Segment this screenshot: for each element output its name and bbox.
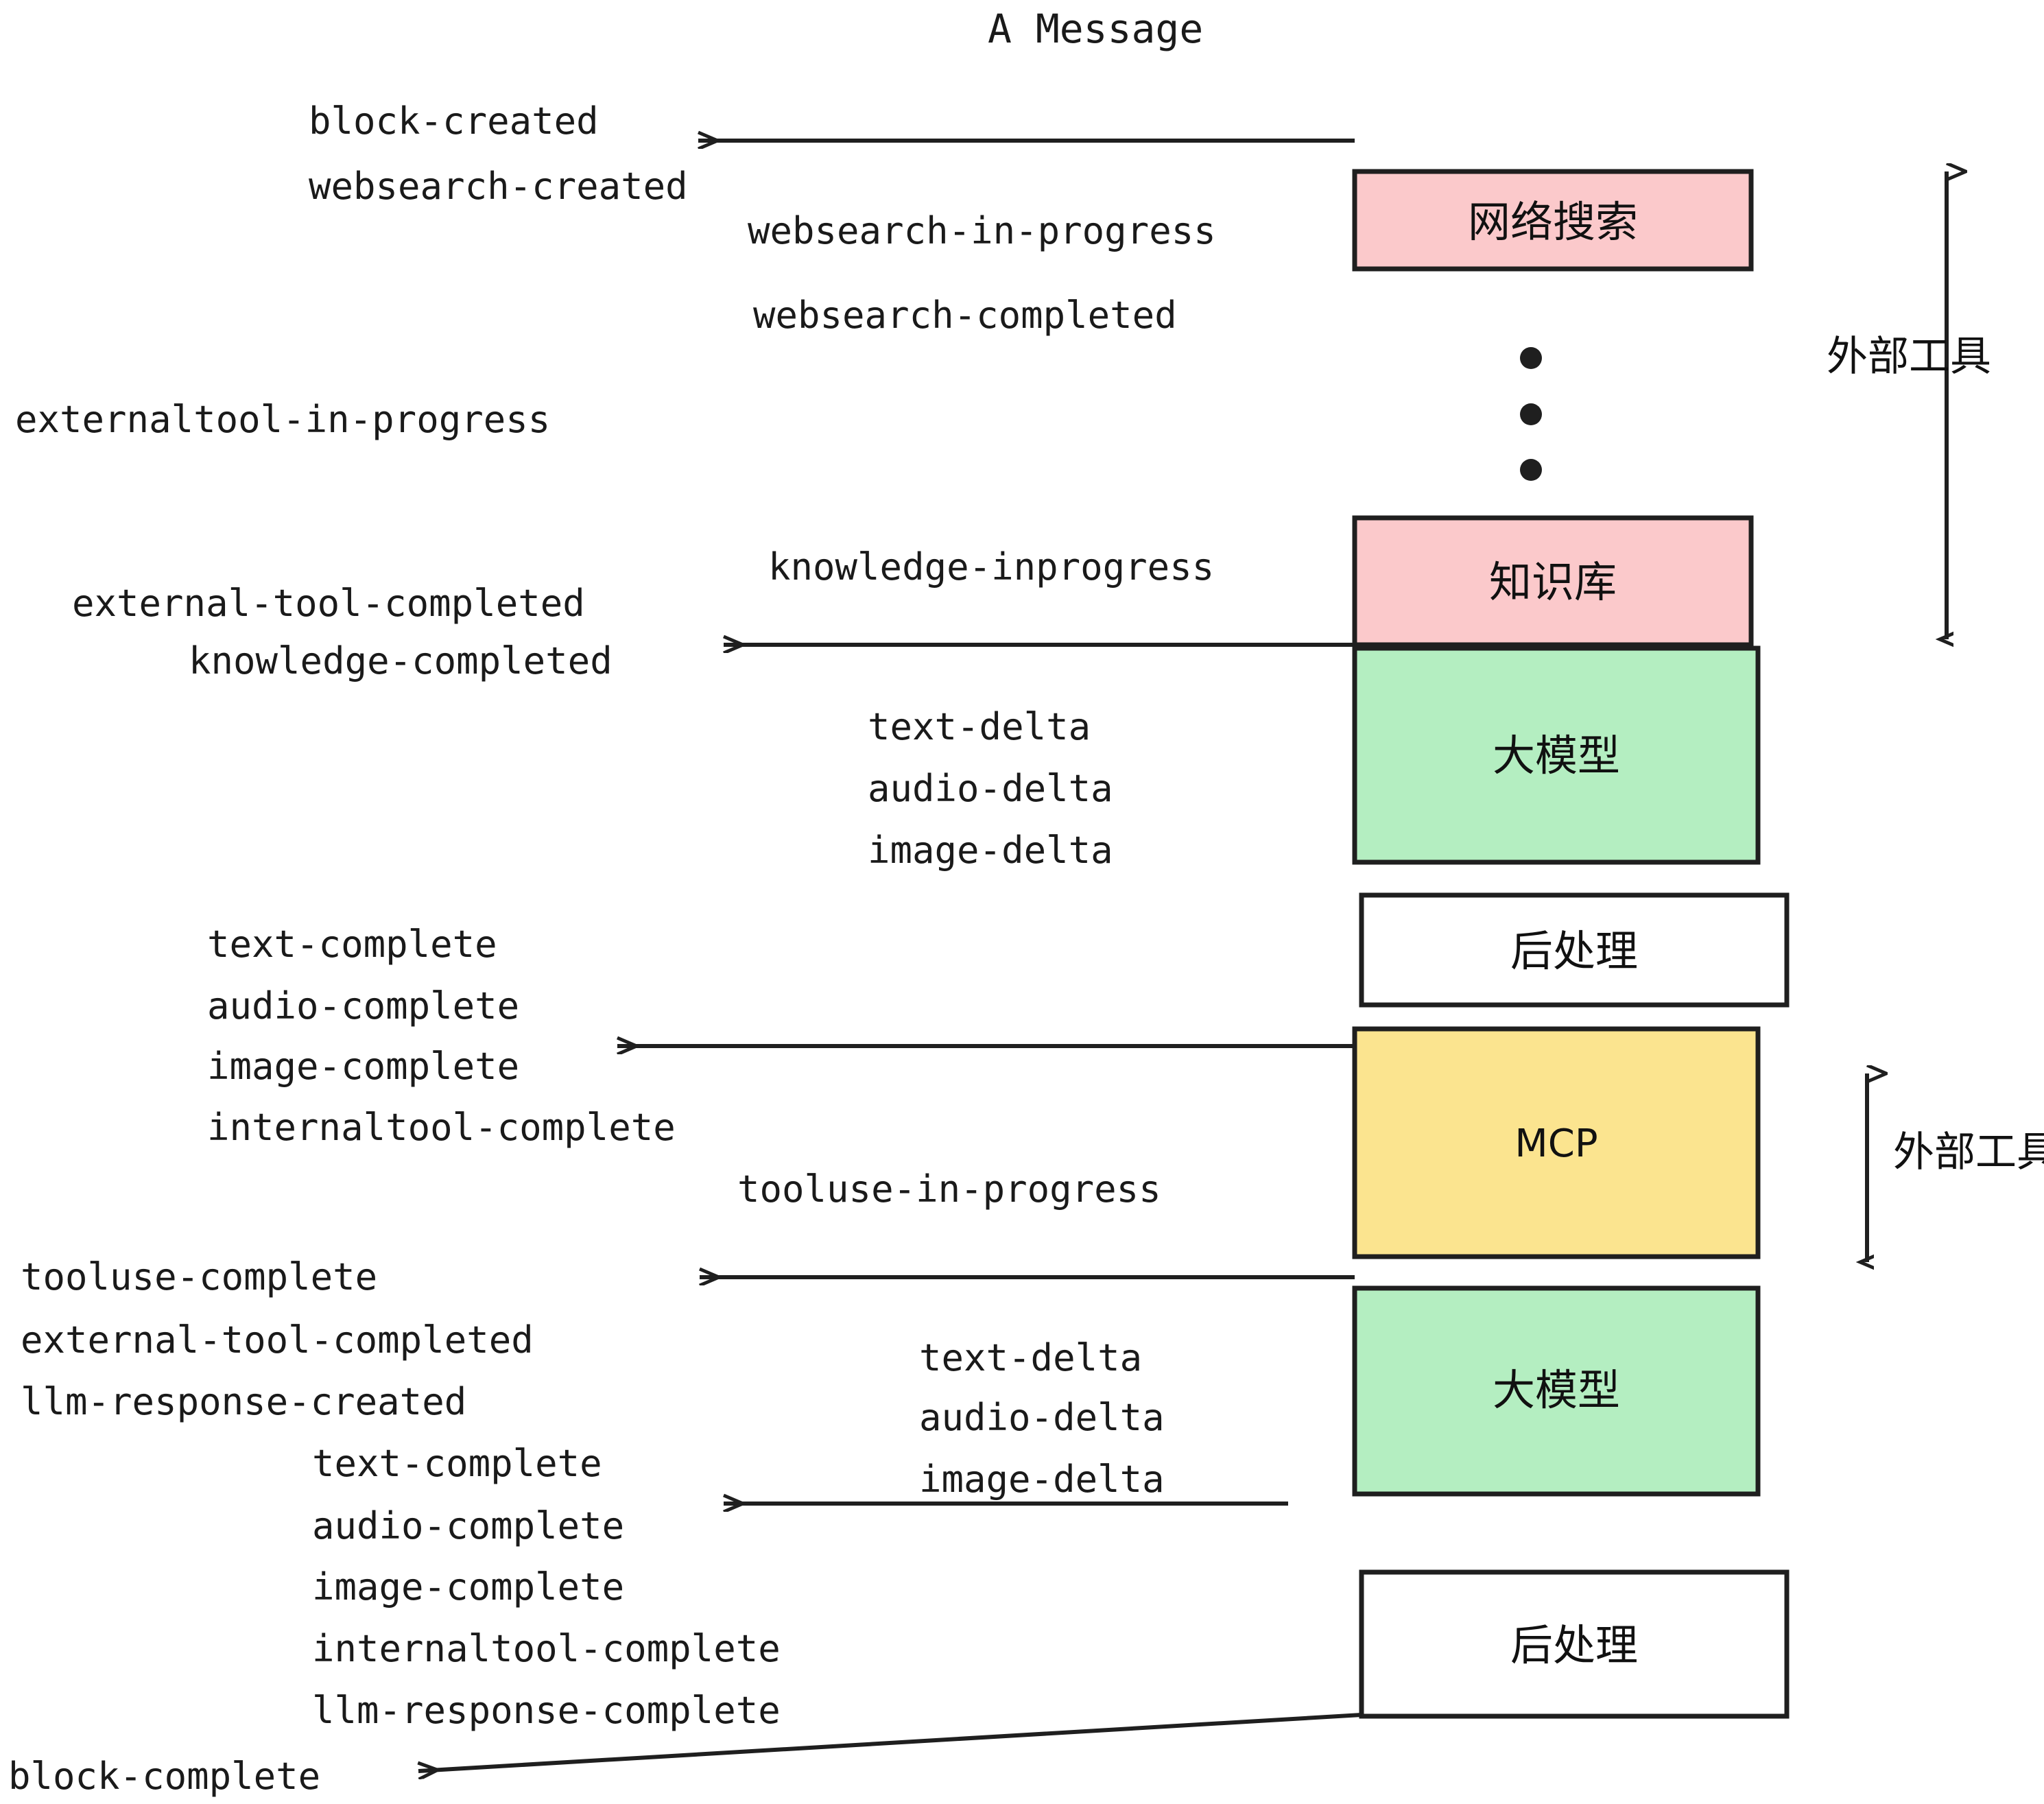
event-llm-response-created: llm-response-created [21, 1380, 466, 1423]
event-text-complete-2: text-complete [312, 1442, 602, 1485]
event-tooluse-complete: tooluse-complete [21, 1255, 377, 1298]
node-websearch[interactable]: 网络搜索 [1352, 169, 1754, 272]
event-text-delta-1: text-delta [868, 705, 1091, 748]
event-image-complete-1: image-complete [207, 1045, 519, 1088]
event-text-complete-1: text-complete [207, 923, 497, 966]
event-internaltool-complete-1: internaltool-complete [207, 1106, 676, 1149]
event-text-delta-2: text-delta [919, 1336, 1142, 1379]
node-llm-2-rect [1352, 1285, 1761, 1497]
event-block-created: block-created [309, 99, 599, 143]
node-knowledge-label: 知识库 [1489, 557, 1617, 607]
event-external-tool-completed-2: external-tool-completed [21, 1318, 534, 1362]
group-label-external-tools-bottom: 外部工具 [1893, 1128, 2044, 1176]
event-internaltool-complete-2: internaltool-complete [312, 1627, 781, 1670]
node-llm-2[interactable]: 大模型 [1352, 1285, 1761, 1497]
node-knowledge[interactable]: 知识库 [1352, 515, 1754, 648]
group-label-external-tools-top: 外部工具 [1827, 333, 1991, 381]
event-llm-response-complete: llm-response-complete [312, 1689, 781, 1732]
ellipsis-dot-1 [1520, 347, 1542, 369]
event-websearch-in-progress: websearch-in-progress [748, 209, 1216, 252]
event-block-complete: block-complete [8, 1755, 320, 1798]
arrow-postprocess2-to-block-complete [418, 1713, 1362, 1771]
node-llm-2-label: 大模型 [1493, 1365, 1620, 1415]
event-image-delta-1: image-delta [868, 829, 1113, 872]
node-mcp-label: MCP [1514, 1121, 1597, 1166]
event-knowledge-completed: knowledge-completed [189, 639, 613, 683]
event-audio-complete-2: audio-complete [312, 1504, 624, 1547]
event-audio-complete-1: audio-complete [207, 984, 519, 1028]
event-image-delta-2: image-delta [919, 1458, 1165, 1501]
node-postprocess-1-rect [1359, 892, 1790, 1008]
event-image-complete-2: image-complete [312, 1565, 624, 1609]
page-title: A Message [988, 5, 1203, 52]
node-mcp[interactable]: MCP [1352, 1026, 1761, 1259]
ellipsis-dot-2 [1520, 403, 1542, 425]
event-externaltool-in-progress: externaltool-in-progress [15, 398, 550, 441]
event-audio-delta-2: audio-delta [919, 1396, 1165, 1439]
node-websearch-rect [1352, 169, 1754, 272]
node-knowledge-rect [1352, 515, 1754, 648]
node-websearch-label: 网络搜索 [1468, 197, 1638, 247]
node-postprocess-2[interactable]: 后处理 [1359, 1569, 1790, 1719]
event-websearch-completed: websearch-completed [753, 294, 1177, 337]
node-llm-1[interactable]: 大模型 [1352, 645, 1761, 865]
event-tooluse-in-progress: tooluse-in-progress [737, 1167, 1161, 1211]
event-knowledge-inprogress: knowledge-inprogress [768, 545, 1214, 589]
node-postprocess-1-label: 后处理 [1510, 926, 1638, 976]
event-audio-delta-1: audio-delta [868, 767, 1113, 810]
node-llm-1-rect [1352, 645, 1761, 865]
event-external-tool-completed-1: external-tool-completed [72, 582, 585, 625]
node-postprocess-2-label: 后处理 [1510, 1620, 1638, 1670]
node-llm-1-label: 大模型 [1493, 731, 1620, 781]
ellipsis-dot-3 [1520, 459, 1542, 481]
node-mcp-rect [1352, 1026, 1761, 1259]
node-postprocess-1[interactable]: 后处理 [1359, 892, 1790, 1008]
event-websearch-created: websearch-created [309, 165, 688, 208]
node-postprocess-2-rect [1359, 1569, 1790, 1719]
